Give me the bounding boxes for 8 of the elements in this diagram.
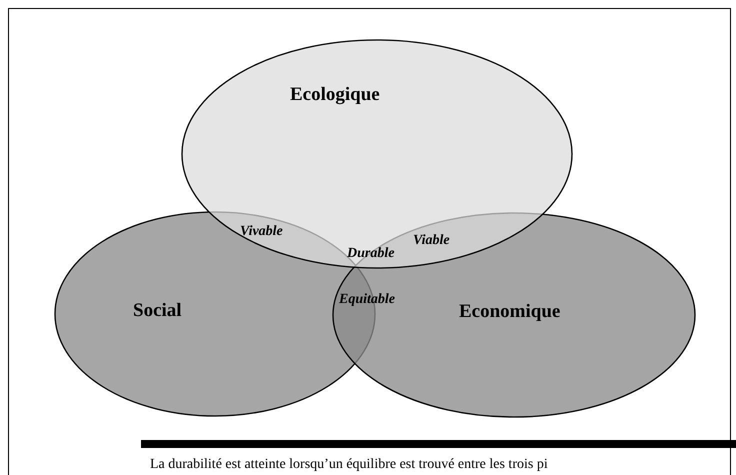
set-label: Economique bbox=[459, 301, 560, 323]
overlap-label: Equitable bbox=[339, 292, 396, 308]
caption: La durabilité est atteinte lorsqu’un équilibre est trouvé entre les trois pi bbox=[150, 456, 548, 473]
overlap-label: Durable bbox=[347, 246, 394, 262]
set-label: Social bbox=[133, 300, 182, 322]
set-label: Ecologique bbox=[290, 84, 380, 106]
overlap-label: Viable bbox=[413, 233, 450, 249]
overlap-label: Vivable bbox=[240, 224, 283, 240]
